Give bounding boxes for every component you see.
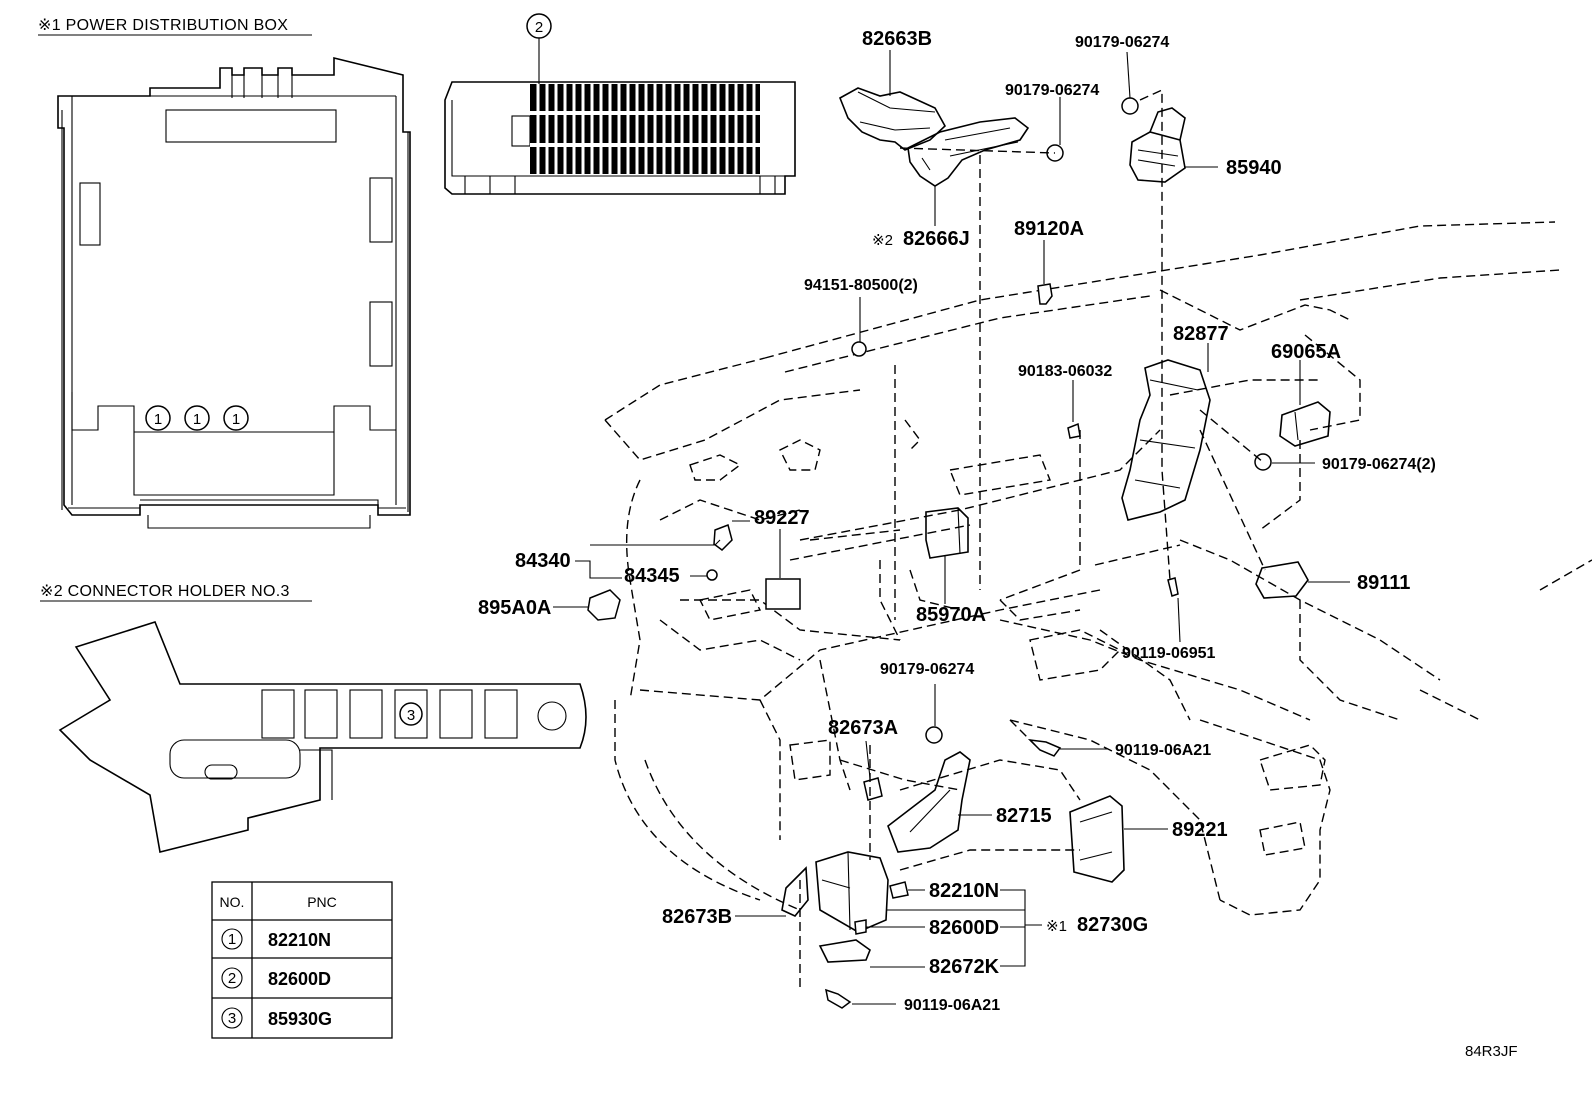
label-85940: 85940: [1226, 157, 1282, 179]
fuse-marker-1b: 1: [184, 405, 210, 431]
row-2-no: 2: [228, 970, 236, 987]
label-82673A: 82673A: [828, 717, 898, 739]
relay-block-marker: 2: [535, 19, 543, 36]
power-distribution-box-inset: ※1 POWER DISTRIBUTION BOX 1 1 1: [38, 17, 411, 529]
label-85970A: 85970A: [916, 604, 986, 626]
dashboard: [604, 221, 1592, 916]
label-90119-06951: 90119-06951: [1122, 645, 1216, 662]
fuse-marker-1a: 1: [145, 405, 171, 431]
svg-text:1: 1: [154, 411, 162, 428]
label-69065A: 69065A: [1271, 341, 1341, 363]
row-3-no: 3: [228, 1010, 236, 1027]
label-90119-06A21-bottom: 90119-06A21: [904, 997, 1000, 1014]
col-no-header: NO.: [220, 894, 245, 910]
connector-holder-title: ※2 CONNECTOR HOLDER NO.3: [40, 583, 290, 600]
label-82666J-prefix: ※2: [872, 232, 893, 249]
label-895A0A: 895A0A: [478, 597, 551, 619]
label-82663B: 82663B: [862, 28, 932, 50]
label-90179-06274-2: 90179-06274(2): [1322, 456, 1436, 473]
label-82673B: 82673B: [662, 906, 732, 928]
label-89120A: 89120A: [1014, 218, 1084, 240]
relay-block: 2: [444, 13, 796, 195]
holder-marker: 3: [407, 707, 415, 724]
row-2-pnc: 82600D: [268, 969, 331, 989]
col-pnc-header: PNC: [307, 894, 337, 910]
label-89221: 89221: [1172, 819, 1228, 841]
label-84345: 84345: [624, 565, 680, 587]
label-89111: 89111: [1357, 572, 1410, 594]
label-82730G-prefix: ※1: [1046, 918, 1067, 935]
power-box-title: ※1 POWER DISTRIBUTION BOX: [38, 17, 288, 34]
label-82877: 82877: [1173, 323, 1229, 345]
label-90183-06032: 90183-06032: [1018, 363, 1112, 380]
label-94151-80500: 94151-80500(2): [804, 277, 918, 294]
label-82715: 82715: [996, 805, 1052, 827]
row-1-no: 1: [228, 931, 236, 948]
leader-lines: [553, 50, 1350, 1005]
fuse-marker-1c: 1: [223, 405, 249, 431]
label-90179-06274-mid: 90179-06274: [1005, 82, 1099, 99]
label-84340: 84340: [515, 550, 571, 572]
connector-holder-inset: ※2 CONNECTOR HOLDER NO.3 3: [40, 583, 587, 853]
label-90119-06A21-right: 90119-06A21: [1115, 742, 1211, 759]
label-90179-06274-top: 90179-06274: [1075, 34, 1169, 51]
label-82672K: 82672K: [929, 956, 1000, 978]
row-3-pnc: 85930G: [268, 1009, 332, 1029]
label-82210N: 82210N: [929, 880, 999, 902]
label-82730G: 82730G: [1077, 914, 1148, 936]
svg-text:1: 1: [193, 411, 201, 428]
label-82600D: 82600D: [929, 917, 999, 939]
pnc-table: NO. PNC 1 82210N 2 82600D 3 85930G: [211, 881, 393, 1039]
part-shapes: [587, 87, 1331, 1009]
label-89227: 89227: [754, 507, 810, 529]
row-1-pnc: 82210N: [268, 930, 331, 950]
label-90179-06274-low: 90179-06274: [880, 661, 974, 678]
label-82666J: 82666J: [903, 228, 970, 250]
part-labels: 82663B 90179-06274 90179-06274 85940 ※2 …: [478, 28, 1436, 1014]
diagram-code: 84R3JF: [1465, 1043, 1518, 1060]
svg-text:1: 1: [232, 411, 240, 428]
